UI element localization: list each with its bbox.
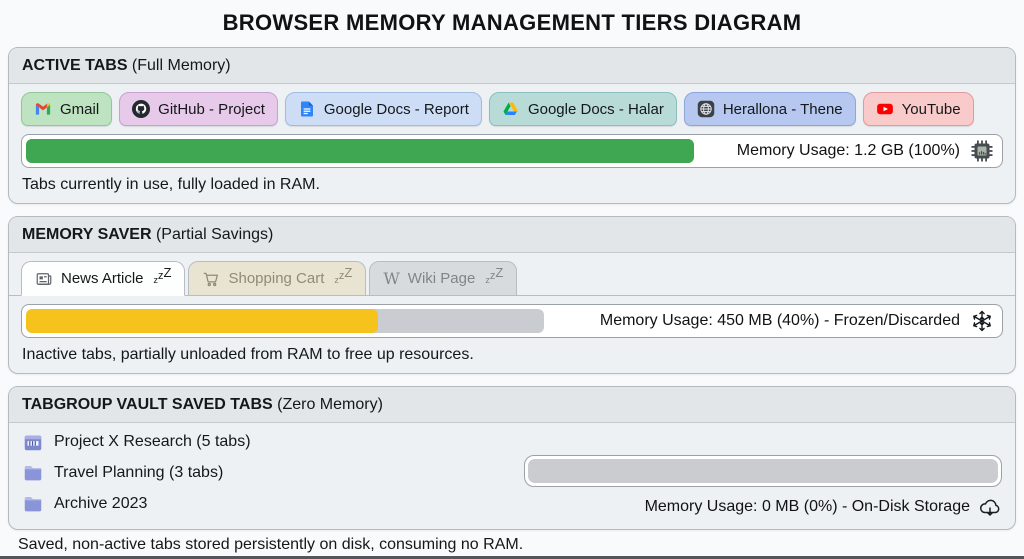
page-title: BROWSER MEMORY MANAGEMENT TIERS DIAGRAM xyxy=(222,10,802,35)
section-subtitle: (Partial Savings) xyxy=(151,226,274,243)
memory-usage-label: Memory Usage: 1.2 GB (100%) xyxy=(736,142,960,159)
google-drive-icon xyxy=(502,100,520,118)
saver-memory-bar: Memory Usage: 450 MB (40%) - Frozen/Disc… xyxy=(21,303,1003,338)
vault-memory-bar xyxy=(524,454,1002,487)
section-subtitle: (Full Memory) xyxy=(127,57,231,74)
section-vault: TABGROUP VAULT SAVED TABS (Zero Memory) … xyxy=(8,385,1016,530)
section-caption: Tabs currently in use, fully loaded in R… xyxy=(22,176,320,193)
newspaper-icon xyxy=(35,270,53,288)
memory-bar-fill xyxy=(26,139,694,163)
cart-icon xyxy=(202,270,220,288)
section-vault-header: TABGROUP VAULT SAVED TABS (Zero Memory) xyxy=(9,386,1015,423)
tab-label: Shopping Cart xyxy=(228,270,325,287)
youtube-icon xyxy=(876,100,894,118)
tab-label: Herallona - Thene xyxy=(722,100,843,118)
section-subtitle: (Zero Memory) xyxy=(272,395,383,413)
memory-bar-fill xyxy=(528,458,998,483)
section-title: TABGROUP VAULT SAVED TABS xyxy=(22,395,273,413)
wiki-icon: W xyxy=(383,268,400,288)
window-bottom-edge xyxy=(0,556,1024,559)
google-docs-icon xyxy=(298,100,316,118)
folder-project-x-research-5-tabs[interactable]: Project X Research (5 tabs) xyxy=(22,431,524,453)
vault-folder-list: Project X Research (5 tabs) Travel Planni… xyxy=(22,431,524,519)
snowflake-icon xyxy=(970,309,994,333)
folder-icon xyxy=(22,493,44,515)
vault-caption: Saved, non-active tabs stored persistent… xyxy=(18,535,524,553)
section-memory-saver: MEMORY SAVER (Partial Savings) News Arti… xyxy=(8,216,1016,374)
memory-bar-track xyxy=(26,139,694,163)
github-icon xyxy=(132,100,151,118)
tab-github-project[interactable]: GitHub - Project xyxy=(119,92,278,126)
section-title: ACTIVE TABS xyxy=(22,57,128,74)
section-active-tabs-header: ACTIVE TABS (Full Memory) xyxy=(9,48,1015,84)
chip-icon xyxy=(970,139,994,163)
section-active-tabs: ACTIVE TABS (Full Memory) Gmail GitHub - … xyxy=(8,47,1016,204)
tab-label: GitHub - Project xyxy=(158,100,265,118)
memory-bar-fill xyxy=(26,308,379,333)
active-memory-bar: Memory Usage: 1.2 GB (100%) xyxy=(21,134,1003,168)
tab-gmail[interactable]: Gmail xyxy=(21,92,113,126)
globe-icon xyxy=(697,100,715,118)
tab-label: YouTube xyxy=(901,100,961,118)
vault-right-panel: Memory Usage: 0 MB (0%) - On-Disk Storag… xyxy=(524,431,1002,519)
tab-label: Google Docs - Report xyxy=(323,100,469,118)
section-memory-saver-header: MEMORY SAVER (Partial Savings) xyxy=(9,217,1015,253)
tab-youtube[interactable]: YouTube xyxy=(862,92,974,126)
folder-icon xyxy=(22,462,44,484)
tab-google-docs-halar[interactable]: Google Docs - Halar xyxy=(488,92,677,126)
gmail-icon xyxy=(34,100,52,118)
tab-herallona-thene[interactable]: Herallona - Thene xyxy=(683,92,856,126)
tab-label: News Article xyxy=(61,270,144,287)
memory-bar-track xyxy=(26,308,544,333)
tab-label: Google Docs - Halar xyxy=(527,100,664,118)
card-file-box-icon xyxy=(22,431,44,453)
tab-label: Wiki Page xyxy=(407,270,476,287)
folder-archive-2023[interactable]: Archive 2023 xyxy=(22,493,524,515)
active-tabs-row: Gmail GitHub - Project Google Docs - Repor… xyxy=(9,84,1015,132)
folder-label: Project X Research (5 tabs) xyxy=(54,432,251,450)
vault-memory-usage-row: Memory Usage: 0 MB (0%) - On-Disk Storag… xyxy=(524,495,1002,519)
tab-google-docs-report[interactable]: Google Docs - Report xyxy=(284,92,482,126)
tab-label: Gmail xyxy=(60,100,100,118)
section-caption: Inactive tabs, partially unloaded from R… xyxy=(22,345,474,363)
vault-content: Project X Research (5 tabs) Travel Planni… xyxy=(9,423,1015,529)
folder-travel-planning-3-tabs[interactable]: Travel Planning (3 tabs) xyxy=(22,462,524,484)
cloud-download-icon xyxy=(978,495,1002,519)
folder-label: Archive 2023 xyxy=(54,494,148,512)
memory-usage-label: Memory Usage: 450 MB (40%) - Frozen/Disc… xyxy=(599,311,960,329)
section-title: MEMORY SAVER xyxy=(22,226,152,243)
memory-usage-label: Memory Usage: 0 MB (0%) - On-Disk Storag… xyxy=(644,497,970,515)
folder-label: Travel Planning (3 tabs) xyxy=(54,463,224,481)
